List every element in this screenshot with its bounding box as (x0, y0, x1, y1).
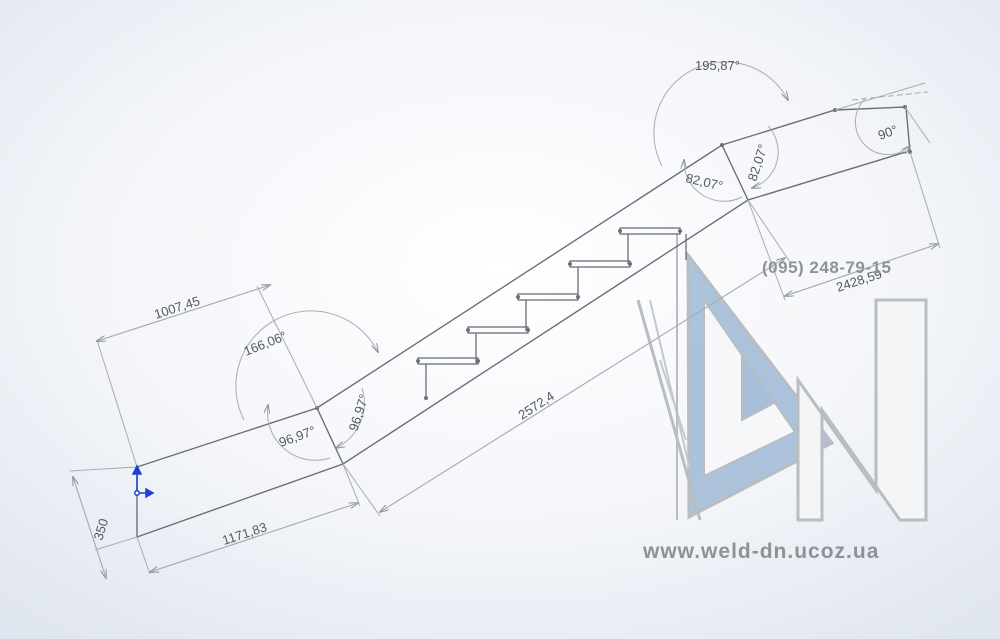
upper-joint (721, 144, 749, 201)
lower-edge (136, 151, 907, 538)
lower-joint (316, 407, 344, 465)
website-watermark: www.weld-dn.ucoz.ua (643, 540, 880, 563)
dim-angle-end: 90° (876, 122, 900, 143)
dimension-lines (69, 61, 941, 578)
dim-height: 350 (91, 517, 112, 542)
weld-dn-logo (636, 234, 928, 522)
center-line (851, 91, 929, 101)
dim-angle-upper-outer: 195,87° (695, 58, 740, 73)
phone-watermark: (095) 248-79-15 (762, 258, 892, 277)
origin-axis-icon (131, 464, 155, 499)
